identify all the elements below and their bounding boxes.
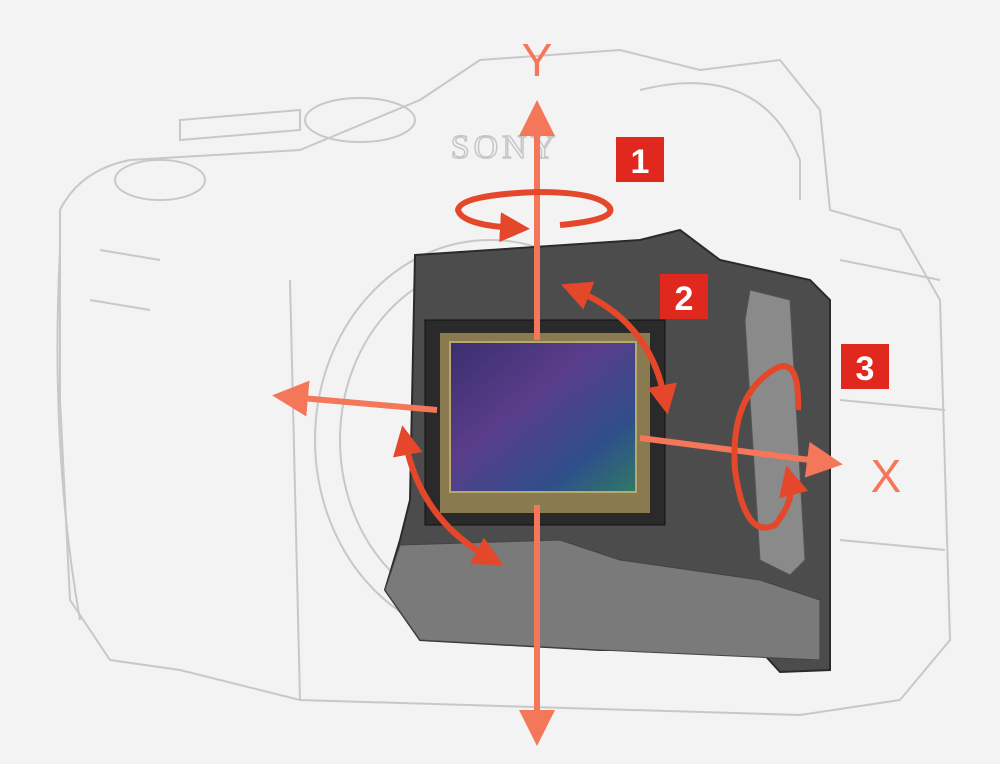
pitch-rotation-arrow <box>731 363 809 531</box>
svg-text:3: 3 <box>856 350 875 388</box>
y-axis-label: Y <box>522 34 553 86</box>
svg-text:2: 2 <box>675 280 694 318</box>
image-sensor <box>449 341 637 493</box>
x-axis-label: X <box>871 450 902 502</box>
badge-2: 2 <box>660 274 708 319</box>
brand-logo: SONY <box>451 129 560 166</box>
rotation-arrows <box>393 188 809 566</box>
badge-3: 3 <box>841 344 889 389</box>
x-axis-left-arrow <box>272 380 438 417</box>
badge-1: 1 <box>616 137 664 182</box>
svg-text:1: 1 <box>631 143 650 181</box>
yaw-rotation-arrow <box>454 188 614 243</box>
